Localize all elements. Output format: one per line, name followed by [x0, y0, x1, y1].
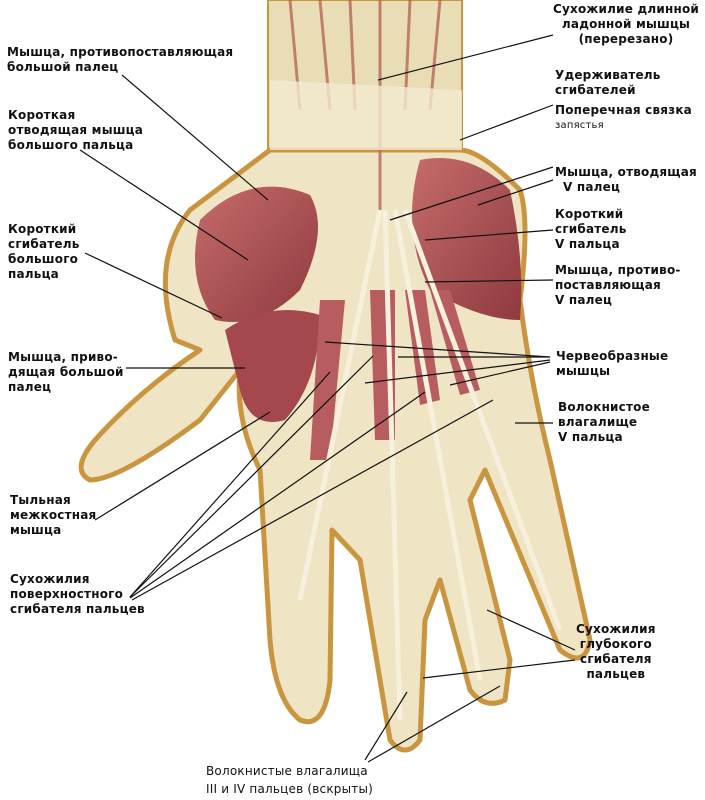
label-line: отводящая мышца: [8, 123, 144, 137]
label-line: сгибатель: [555, 222, 627, 236]
label-line: Червеобразные: [556, 349, 669, 363]
adductor-muscle: [225, 310, 320, 422]
palm-tendons: [297, 209, 563, 721]
label-line: Волокнистые влагалища: [206, 764, 368, 778]
label-line: межкостная: [10, 508, 97, 522]
label-line: Мышца, противопоставляющая: [7, 45, 234, 59]
label-dorsal-interosseous: Тыльная межкостная мышца: [10, 493, 96, 538]
label-line: палец: [8, 380, 52, 394]
label-line: Поперечная связка: [555, 103, 692, 117]
label-fibrous-sheaths-iii-iv: Волокнистые влагалища III и IV пальцев (…: [206, 762, 373, 798]
label-line: поверхностного: [10, 587, 124, 601]
label-line: сгибателя: [580, 652, 652, 666]
label-line: Короткая: [8, 108, 76, 122]
label-fibrous-sheath-v: Волокнистое влагалище V пальца: [558, 400, 650, 445]
label-line: мышцы: [556, 364, 611, 378]
label-line: сгибатель: [8, 237, 80, 251]
label-line: V палец: [555, 293, 613, 307]
label-line: большой палец: [7, 60, 119, 74]
label-line: ладонной мышцы: [561, 17, 691, 31]
label-line: V пальца: [555, 237, 620, 251]
hypothenar-muscles: [412, 158, 522, 320]
label-line: Короткий: [8, 222, 77, 236]
label-superficial-flexor-tendons: Сухожилия поверхностного сгибателя пальц…: [10, 572, 145, 617]
label-line: Сухожилия: [10, 572, 90, 586]
label-line: Короткий: [555, 207, 624, 221]
label-opponens-pollicis: Мышца, противопоставляющая большой палец: [7, 45, 233, 75]
label-line: поставляющая: [555, 278, 661, 292]
label-line: глубокого: [579, 637, 652, 651]
label-line: мышца: [10, 523, 62, 537]
thenar-muscles: [195, 186, 318, 322]
label-flexor-digiti-minimi-brevis: Короткий сгибатель V пальца: [555, 207, 627, 252]
label-line: Волокнистое: [558, 400, 650, 414]
label-flexor-pollicis-brevis: Короткий сгибатель большого пальца: [8, 222, 80, 282]
label-transverse-carpal-ligament: Поперечная связка запястья: [555, 103, 692, 133]
label-adductor-pollicis: Мышца, приво- дящая большой палец: [8, 350, 124, 395]
leader-lines: [79, 34, 576, 763]
label-line: пальцев: [586, 667, 646, 681]
label-line: большого: [8, 252, 79, 266]
label-deep-flexor-tendons: Сухожилия глубокого сгибателя пальцев: [576, 622, 656, 682]
label-line: Удерживатель: [555, 68, 661, 82]
label-palmaris-longus-tendon: Сухожилие длинной ладонной мышцы (перере…: [553, 2, 699, 47]
label-line: Тыльная: [10, 493, 71, 507]
retinaculum: [270, 80, 462, 150]
label-line: пальца: [8, 267, 59, 281]
label-line: Мышца, приво-: [8, 350, 118, 364]
label-line: Мышца, отводящая: [555, 165, 697, 179]
label-line: III и IV пальцев (вскрыты): [206, 782, 374, 796]
label-line: V пальца: [558, 430, 623, 444]
label-line: влагалище: [558, 415, 638, 429]
label-line: Сухожилия: [576, 622, 656, 636]
label-line: сгибателей: [555, 83, 636, 97]
label-line: запястья: [555, 120, 604, 131]
label-line: V палец: [563, 180, 621, 194]
label-lumbricals: Червеобразные мышцы: [556, 349, 668, 379]
label-opponens-digiti-minimi: Мышца, противо- поставляющая V палец: [555, 263, 681, 308]
label-line: Сухожилие длинной: [553, 2, 699, 16]
label-abductor-pollicis-brevis: Короткая отводящая мышца большого пальца: [8, 108, 143, 153]
label-line: сгибателя пальцев: [10, 602, 145, 616]
label-line: большого пальца: [8, 138, 134, 152]
label-line: дящая большой: [8, 365, 124, 379]
label-line: (перерезано): [578, 32, 674, 46]
label-line: Мышца, противо-: [555, 263, 681, 277]
label-flexor-retinaculum: Удерживатель сгибателей: [555, 68, 661, 98]
label-abductor-digiti-minimi: Мышца, отводящая V палец: [555, 165, 697, 195]
